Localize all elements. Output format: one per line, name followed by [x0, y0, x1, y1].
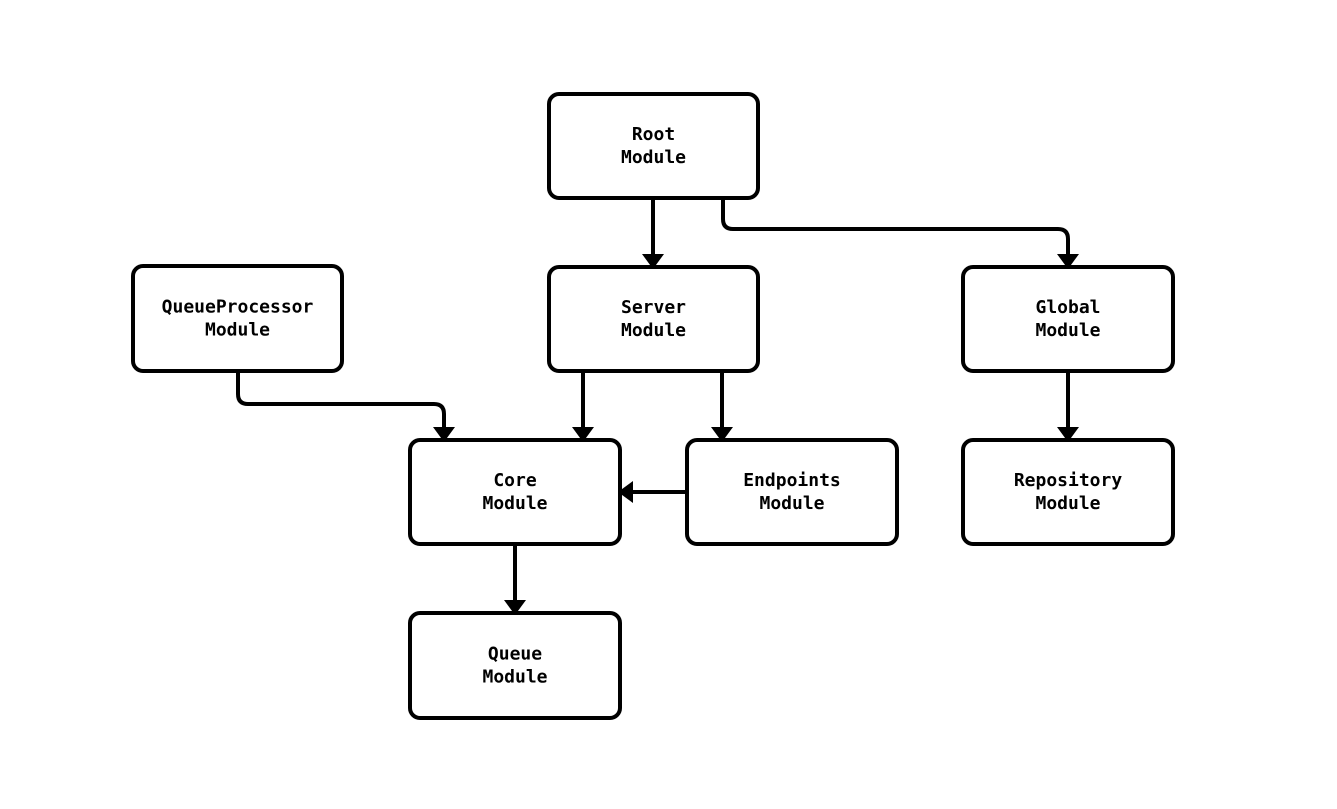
- node-label-queue-line2: Module: [482, 667, 547, 688]
- arrowhead-core-to-queue: [504, 600, 526, 615]
- edge-endpoints-to-core: [618, 481, 687, 503]
- arrowhead-queueprocessor-to-core: [433, 427, 455, 442]
- arrowhead-root-to-global: [1057, 254, 1079, 269]
- arrowhead-endpoints-to-core: [618, 481, 633, 503]
- edge-layer: [236, 198, 1079, 615]
- node-label-repository-line2: Module: [1035, 493, 1100, 514]
- node-label-server-line2: Module: [621, 320, 686, 341]
- edge-global-to-repository: [1057, 371, 1079, 442]
- node-box-repository: [961, 438, 1175, 546]
- node-label-repository-line1: Repository: [1014, 470, 1123, 491]
- node-label-root-line1: Root: [632, 124, 675, 145]
- edge-server-to-endpoints: [711, 371, 733, 442]
- edge-core-to-queue: [504, 544, 526, 615]
- node-label-global-line1: Global: [1035, 297, 1100, 318]
- node-label-core-line2: Module: [482, 493, 547, 514]
- node-label-endpoints-line1: Endpoints: [743, 470, 841, 491]
- node-box-queueprocessor: [131, 264, 344, 373]
- edge-line-root-to-global: [721, 198, 1070, 254]
- node-label-endpoints-line2: Module: [759, 493, 824, 514]
- node-layer: RootModuleQueueProcessorModuleServerModu…: [131, 92, 1175, 720]
- node-label-queueprocessor-line2: Module: [205, 320, 270, 341]
- arrowhead-root-to-server: [642, 254, 664, 269]
- arrowhead-server-to-core: [572, 427, 594, 442]
- node-box-queue: [408, 611, 622, 720]
- node-label-server-line1: Server: [621, 297, 686, 318]
- edge-line-queueprocessor-to-core: [236, 371, 446, 427]
- arrowhead-server-to-endpoints: [711, 427, 733, 442]
- node-box-endpoints: [685, 438, 899, 546]
- node-label-queue-line1: Queue: [488, 644, 542, 665]
- node-box-root: [547, 92, 760, 200]
- edge-queueprocessor-to-core: [236, 371, 455, 442]
- node-label-queueprocessor-line1: QueueProcessor: [162, 297, 314, 318]
- node-label-core-line1: Core: [493, 470, 537, 491]
- node-label-root-line2: Module: [621, 147, 686, 168]
- edge-root-to-server: [642, 198, 664, 269]
- edge-root-to-global: [721, 198, 1079, 269]
- node-box-core: [408, 438, 622, 546]
- edge-server-to-core: [572, 371, 594, 442]
- arrowhead-global-to-repository: [1057, 427, 1079, 442]
- node-box-global: [961, 265, 1175, 373]
- node-label-global-line2: Module: [1035, 320, 1100, 341]
- node-box-server: [547, 265, 760, 373]
